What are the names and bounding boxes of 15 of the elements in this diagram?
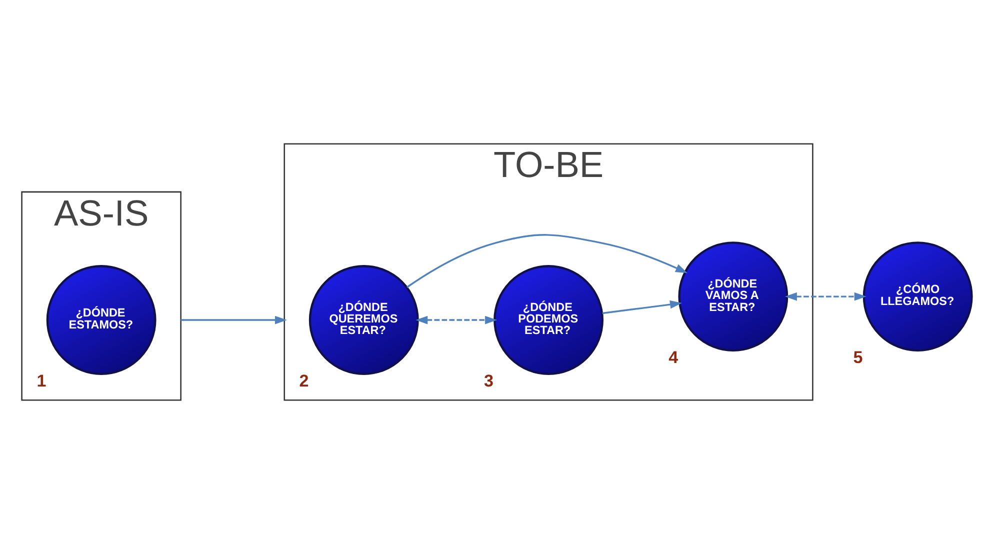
arrow <box>180 316 286 324</box>
node-label: 4 <box>668 348 678 368</box>
node-circle: ¿DÓNDE QUEREMOS ESTAR? <box>308 265 418 375</box>
node-label: 1 <box>36 372 46 391</box>
node-circle: ¿CÓMO LLEGAMOS? <box>862 242 972 352</box>
arrow <box>602 300 682 314</box>
node-circle: ¿DÓNDE PODEMOS ESTAR? <box>493 265 603 375</box>
arrow <box>415 316 497 324</box>
node-label: 5 <box>852 348 862 368</box>
node-circle: ¿DÓNDE VAMOS A ESTAR? <box>678 242 788 352</box>
arrow <box>784 292 866 301</box>
node-circle: ¿DÓNDE ESTAMOS? <box>46 265 156 375</box>
arrow <box>406 234 688 288</box>
node-label: 2 <box>298 372 308 391</box>
node-label: 3 <box>483 372 493 391</box>
